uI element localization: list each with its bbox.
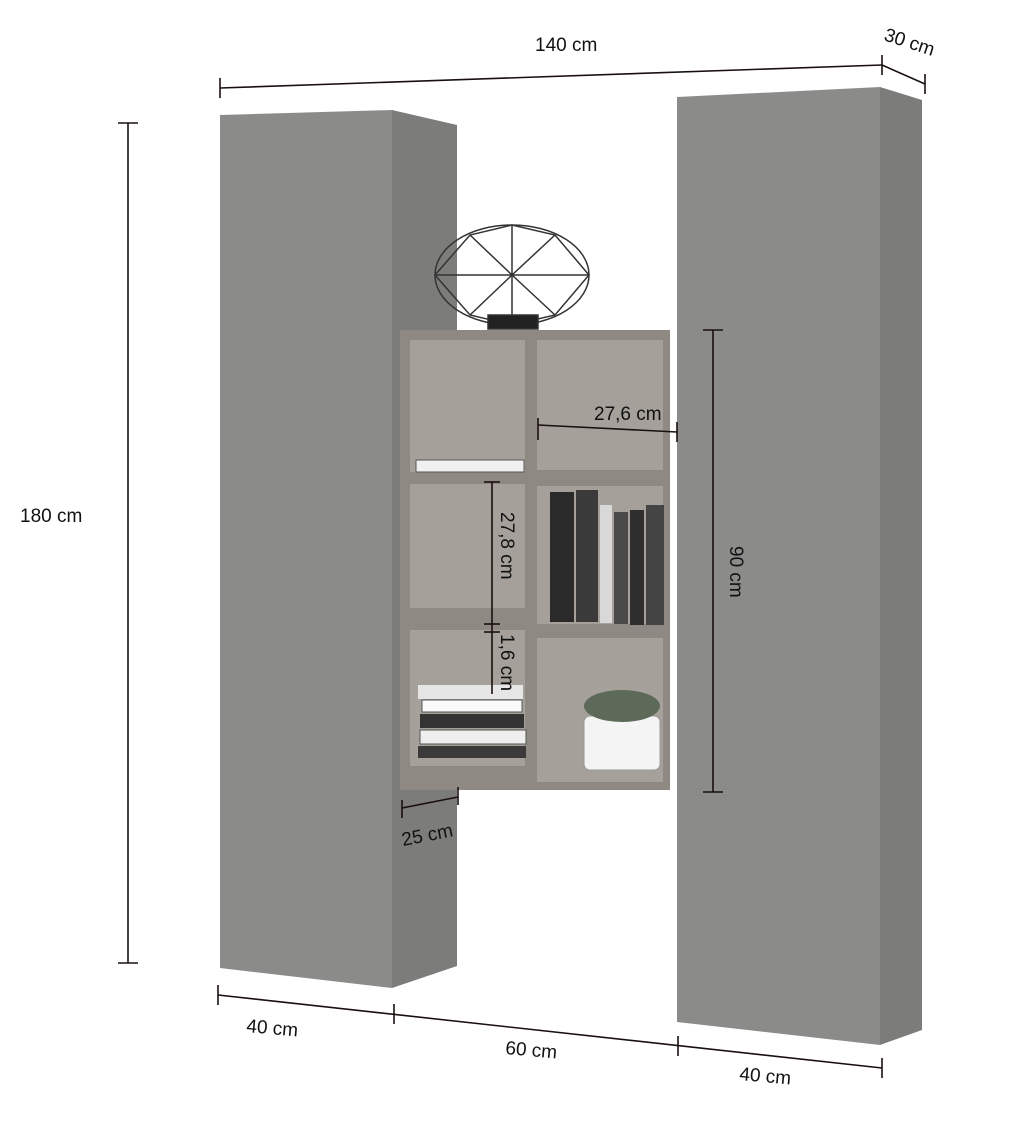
right-cabinet-front (677, 87, 880, 1045)
right-cabinet-width-label: 40 cm (739, 1064, 792, 1089)
total-width-label: 140 cm (535, 35, 597, 56)
height-label: 180 cm (20, 506, 82, 527)
central-shelf (400, 330, 670, 790)
shelf-cell (537, 340, 663, 470)
left-cabinet-front (220, 110, 392, 988)
plant-pot-decoration (583, 690, 661, 771)
shelf-cell (410, 484, 525, 608)
right-cabinet (677, 87, 922, 1045)
lamp-decoration (434, 224, 590, 330)
shelf-height-label: 90 cm (725, 546, 746, 598)
right-cabinet-side (880, 87, 922, 1045)
dimension-lines (118, 55, 926, 1078)
depth-label: 30 cm (881, 25, 937, 61)
shelf-cell (410, 340, 525, 472)
cell-height-label: 27,8 cm (496, 512, 517, 580)
board-thickness-label: 1,6 cm (496, 634, 517, 691)
cell-width-label: 27,6 cm (594, 404, 662, 425)
shelf-width-label: 60 cm (505, 1038, 558, 1063)
books-decoration (415, 459, 664, 758)
left-cabinet-width-label: 40 cm (246, 1016, 299, 1041)
